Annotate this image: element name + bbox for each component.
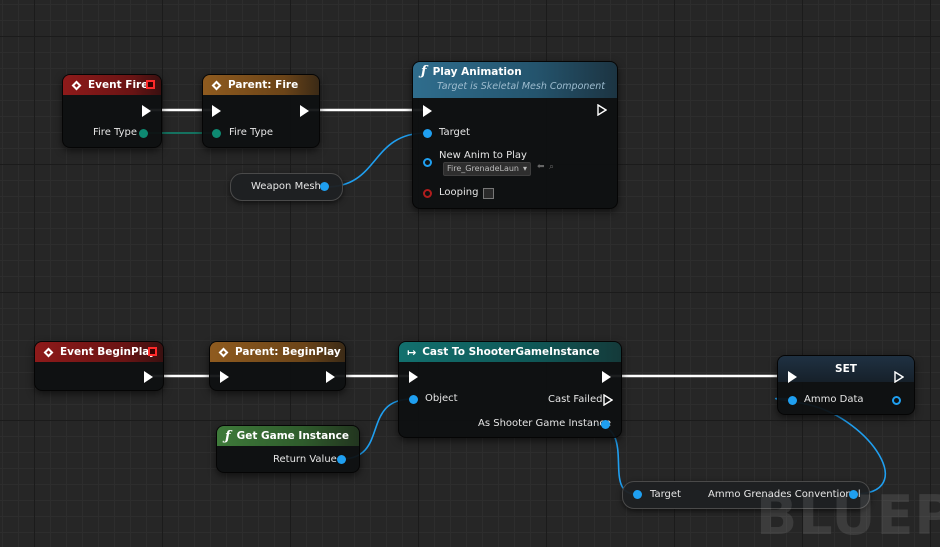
cast-failed-label: Cast Failed (548, 394, 603, 405)
chevron-down-icon: ▾ (522, 164, 527, 173)
exec-out-pin[interactable] (894, 371, 904, 383)
cast-node[interactable]: ↦ Cast To ShooterGameInstance Object Cas… (398, 341, 622, 438)
event-begin-play-node[interactable]: Event BeginPlay (34, 341, 164, 391)
play-animation-title: Play Animation (432, 65, 522, 78)
cast-icon: ↦ (407, 345, 417, 359)
set-header[interactable]: SET (778, 356, 914, 382)
exec-out-pin[interactable] (597, 104, 607, 116)
parent-fire-header[interactable]: Parent: Fire (203, 75, 319, 95)
object-label: Object (425, 393, 458, 404)
event-icon (43, 347, 54, 357)
anim-asset-value: Fire_GrenadeLaun (447, 164, 519, 173)
ammo-data-out-pin[interactable] (892, 396, 901, 405)
parent-fire-title: Parent: Fire (228, 79, 299, 91)
weapon-mesh-label: Weapon Mesh (251, 181, 321, 192)
event-icon (211, 80, 222, 90)
blueprint-watermark: BLUEPRINT (756, 484, 940, 547)
parent-begin-play-title: Parent: BeginPlay (235, 346, 341, 358)
cast-header[interactable]: ↦ Cast To ShooterGameInstance (399, 342, 621, 362)
exec-out-pin[interactable] (144, 371, 153, 383)
browse-search-icon[interactable]: ⌕ (549, 162, 555, 172)
event-icon (71, 80, 82, 90)
event-fire-header[interactable]: Event Fire (63, 75, 161, 95)
exec-in-pin[interactable] (788, 371, 797, 383)
set-title: SET (835, 363, 857, 375)
function-icon: ƒ (421, 64, 427, 79)
cast-title: Cast To ShooterGameInstance (422, 346, 600, 358)
looping-label: Looping (439, 187, 479, 198)
exec-out-pin[interactable] (602, 371, 611, 383)
fire-type-in-pin[interactable] (212, 129, 221, 138)
exec-in-pin[interactable] (212, 105, 221, 117)
fire-type-label: Fire Type (93, 127, 137, 138)
weapon-mesh-getter-node[interactable]: Weapon Mesh (230, 173, 343, 201)
exec-in-pin[interactable] (423, 105, 432, 117)
get-game-instance-node[interactable]: ƒ Get Game Instance Return Value (216, 425, 360, 473)
set-node[interactable]: SET Ammo Data (777, 355, 915, 415)
looping-in-pin[interactable] (423, 189, 432, 198)
new-anim-label: New Anim to Play (439, 150, 527, 161)
ammo-grenades-getter-node[interactable]: Target Ammo Grenades Conventional (622, 481, 870, 509)
exec-out-pin[interactable] (142, 105, 151, 117)
delegate-pin-icon[interactable] (146, 80, 155, 89)
exec-out-pin[interactable] (326, 371, 335, 383)
event-fire-node[interactable]: Event Fire Fire Type (62, 74, 162, 148)
exec-out-pin[interactable] (300, 105, 309, 117)
target-label: Target (650, 489, 681, 500)
anim-asset-dropdown[interactable]: Fire_GrenadeLaun ▾ (443, 162, 531, 176)
play-animation-node[interactable]: ƒ Play Animation Target is Skeletal Mesh… (412, 61, 618, 209)
weapon-mesh-out-pin[interactable] (320, 182, 329, 191)
event-fire-title: Event Fire (88, 79, 149, 91)
fire-type-label: Fire Type (229, 127, 273, 138)
parent-begin-play-header[interactable]: Parent: BeginPlay (210, 342, 345, 362)
target-in-pin[interactable] (423, 129, 432, 138)
get-game-instance-header[interactable]: ƒ Get Game Instance (217, 426, 359, 446)
ammo-data-in-pin[interactable] (788, 396, 797, 405)
looping-checkbox[interactable] (483, 188, 494, 199)
ammo-grenades-out-pin[interactable] (849, 490, 858, 499)
return-value-label: Return Value (273, 454, 337, 465)
ammo-grenades-label: Ammo Grenades Conventional (708, 489, 861, 500)
event-begin-play-title: Event BeginPlay (60, 346, 156, 358)
ammo-data-label: Ammo Data (804, 394, 864, 405)
return-value-out-pin[interactable] (337, 455, 346, 464)
parent-fire-node[interactable]: Parent: Fire Fire Type (202, 74, 320, 148)
new-anim-in-pin[interactable] (423, 158, 432, 167)
parent-begin-play-node[interactable]: Parent: BeginPlay (209, 341, 346, 391)
use-selected-arrow-icon[interactable]: ⬅ (537, 162, 545, 172)
function-icon: ƒ (225, 428, 231, 444)
get-game-instance-title: Get Game Instance (236, 430, 349, 442)
delegate-pin-icon[interactable] (148, 347, 157, 356)
event-icon (218, 347, 229, 357)
as-shooter-game-instance-label: As Shooter Game Instance (478, 418, 611, 429)
cast-failed-exec-pin[interactable] (603, 394, 613, 406)
exec-in-pin[interactable] (409, 371, 418, 383)
target-label: Target (439, 127, 470, 138)
object-in-pin[interactable] (409, 395, 418, 404)
fire-type-out-pin[interactable] (139, 129, 148, 138)
as-shooter-game-instance-out-pin[interactable] (601, 420, 610, 429)
play-animation-header[interactable]: ƒ Play Animation Target is Skeletal Mesh… (413, 62, 617, 98)
play-animation-subtitle: Target is Skeletal Mesh Component (437, 81, 606, 92)
exec-in-pin[interactable] (220, 371, 229, 383)
event-begin-play-header[interactable]: Event BeginPlay (35, 342, 163, 362)
target-in-pin[interactable] (633, 490, 642, 499)
